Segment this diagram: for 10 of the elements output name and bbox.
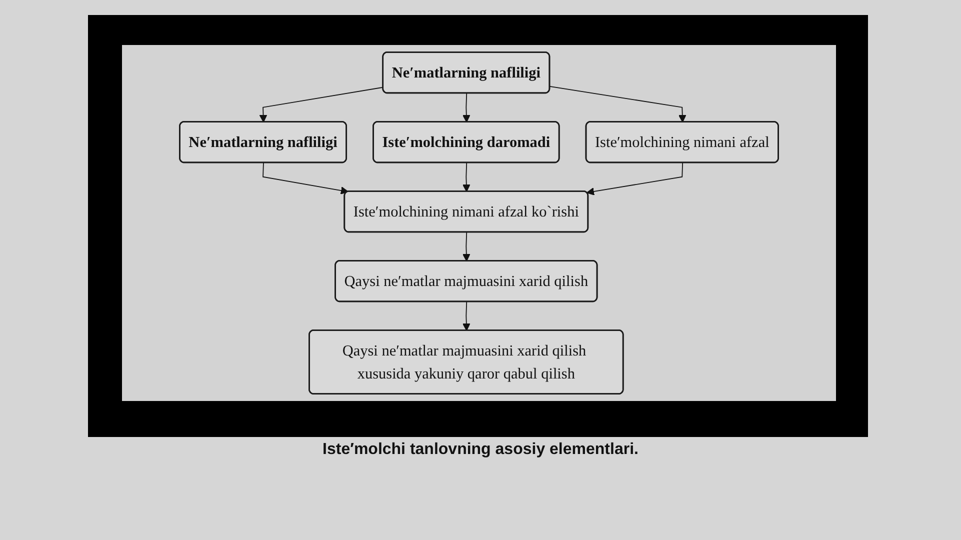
caption: Iste′molchi tanlovning asosiy elementlari. [322, 441, 638, 458]
arrow [586, 162, 684, 196]
arrow [462, 162, 470, 192]
arrow [259, 86, 384, 122]
arrow [462, 92, 470, 122]
arrow [462, 232, 470, 262]
arrow [462, 301, 470, 331]
diagram-panel: Ne′matlarning nafliligi Ne′matlarning nafliligi Iste′molchining daromadi Iste′molchining nimani afzal Iste′molchining nimani afzal ko`rishi Qaysi ne′matlar majmuasini xarid qilish Qaysi ne′matlar majmuasini xarid qilish xususida yakuniy qaror qabul qilish [122, 45, 836, 401]
arrow [549, 86, 686, 122]
arrow [262, 162, 349, 194]
